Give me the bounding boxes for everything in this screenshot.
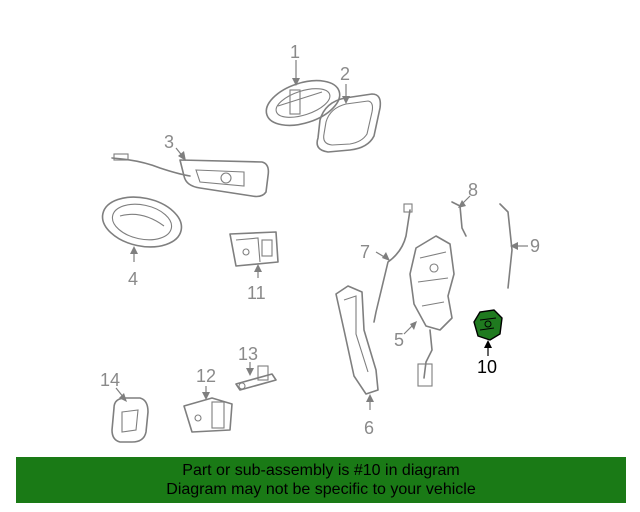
callout-13: 13: [238, 344, 258, 364]
callout-12: 12: [196, 366, 216, 386]
part-7-lock-rod: [373, 203, 413, 323]
callout-14: 14: [100, 370, 120, 390]
callout-11: 11: [247, 283, 266, 303]
callout-6: 6: [364, 418, 374, 438]
part-11-hinge: [229, 231, 279, 278]
callout-3: 3: [164, 132, 174, 152]
callout-8: 8: [468, 180, 478, 200]
callout-9: 9: [530, 236, 540, 256]
callout-2: 2: [340, 64, 350, 84]
part-10-actuator-highlighted: [473, 309, 503, 356]
part-12-lower-hinge: [183, 386, 233, 433]
part-3-inside-handle: [111, 147, 270, 198]
part-4-handle-bezel: [101, 196, 183, 262]
part-1-outside-handle: [265, 60, 341, 127]
exploded-parts-diagram: 1 2 3 4: [100, 42, 540, 443]
part-14-bumper: [111, 387, 149, 443]
callout-5: 5: [394, 330, 404, 350]
callout-7: 7: [360, 242, 370, 262]
info-banner: Part or sub-assembly is #10 in diagram D…: [16, 457, 626, 503]
part-2-handle-gasket: [316, 84, 382, 153]
banner-line-part: Part or sub-assembly is #10 in diagram: [182, 462, 460, 479]
callout-4: 4: [128, 269, 138, 289]
part-6-latch-cover: [335, 285, 379, 410]
part-13-door-check: [235, 362, 277, 391]
part-9-cylinder-rod: [499, 203, 528, 289]
banner-line-disclaimer: Diagram may not be specific to your vehi…: [166, 481, 476, 498]
part-5-door-latch: [403, 235, 455, 387]
callout-1: 1: [290, 42, 300, 62]
part-8-rod-clip: [451, 195, 471, 237]
callout-10: 10: [477, 357, 497, 377]
